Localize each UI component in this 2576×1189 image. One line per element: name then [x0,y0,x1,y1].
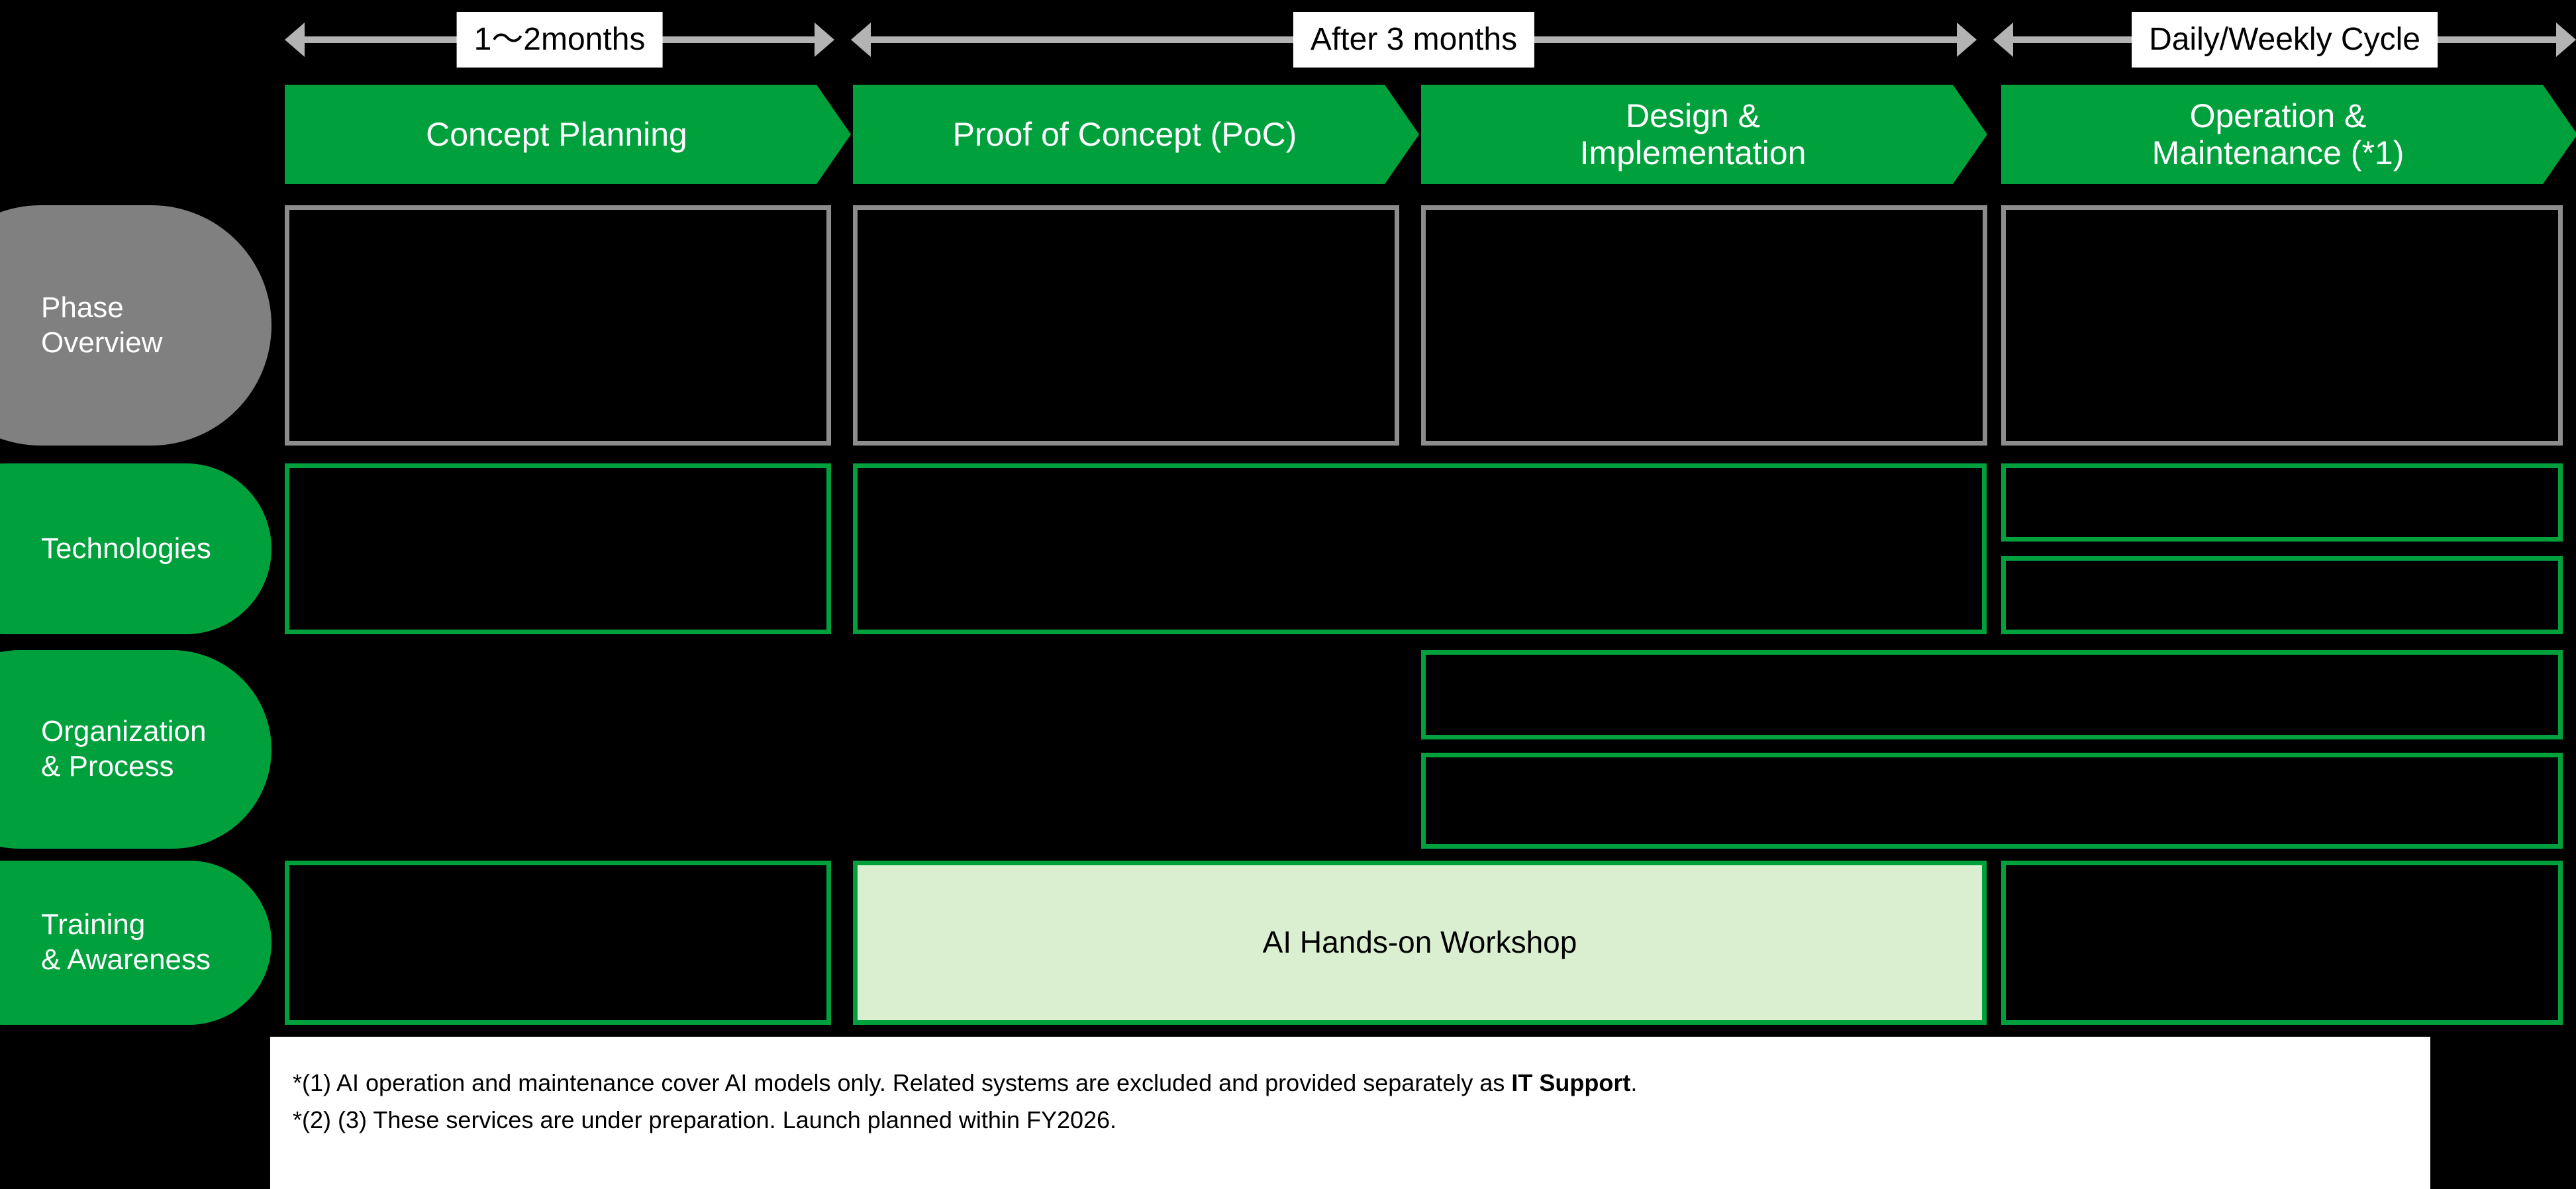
phase-banner-label: Operation & Maintenance (*1) [2152,97,2404,171]
footnote-panel: *(1) AI operation and maintenance cover … [270,1037,2430,1189]
swimlane-row: Training & Awareness AI Hands-on Workshop [0,861,2576,1025]
phase-banner-band: Concept Planning Proof of Concept (PoC) De… [0,85,2576,184]
timeline-segment: Daily/Weekly Cycle [1993,0,2576,79]
swimlane-cell[interactable]: AI Hands-on Workshop [853,861,1987,1025]
arrow-right-icon [815,23,834,57]
phase-banner[interactable]: Proof of Concept (PoC) [853,85,1419,184]
arrow-right-icon [2556,23,2576,57]
footnote-line-1-post: . [1630,1069,1638,1096]
arrow-left-icon [851,23,871,57]
swimlane-label: Technologies [41,532,211,565]
arrow-left-icon [1993,23,2013,57]
swimlane-label-pill[interactable]: Phase Overview [0,205,272,446]
arrow-right-icon [1957,23,1977,57]
swimlane-label: Training & Awareness [41,908,211,976]
phase-banner-label: Design & Implementation [1579,97,1807,171]
swimlane-cell[interactable] [285,205,831,446]
timeline-segment: 1～2months [285,0,834,79]
timeline-segment: After 3 months [851,0,1977,79]
swimlane-cell[interactable] [2001,463,2563,542]
swimlane-cell[interactable] [2001,556,2563,634]
swimlane-row: Phase Overview [0,205,2576,446]
phase-banner-label: Proof of Concept (PoC) [952,116,1297,153]
swimlane-cell[interactable] [853,205,1399,446]
swimlane-cell[interactable] [853,463,1987,634]
swimlane-label: Phase Overview [41,291,163,359]
swimlane-cell[interactable] [2001,861,2563,1025]
swimlane-label-pill[interactable]: Technologies [0,463,272,634]
swimlane-cell[interactable] [1421,753,2563,849]
phase-banner[interactable]: Design & Implementation [1421,85,1987,184]
swimlane-cell-label: AI Hands-on Workshop [1262,925,1577,960]
timeline-label: Daily/Weekly Cycle [2132,12,2438,68]
swimlane-label-pill[interactable]: Training & Awareness [0,861,272,1025]
timeline-band: 1～2months After 3 months Daily/Weekly Cycl… [0,0,2576,79]
swimlane-cell[interactable] [285,463,831,634]
footnote-line-2: *(2) (3) These services are under prepar… [293,1106,1117,1133]
footnote-it-support: IT Support [1511,1069,1631,1096]
phase-banner[interactable]: Operation & Maintenance (*1) [2001,85,2576,184]
footnote-line-1: *(1) AI operation and maintenance cover … [293,1065,2430,1102]
swimlane-cell[interactable] [1421,205,1987,446]
swimlane-cell[interactable] [1421,650,2563,739]
arrow-left-icon [285,23,305,57]
swimlane-cell[interactable] [285,861,831,1025]
swimlane-label: Organization & Process [41,715,207,783]
timeline-label: 1～2months [456,12,663,68]
phase-banner-label: Concept Planning [426,116,687,153]
swimlane-row: Technologies [0,463,2576,634]
timeline-label: After 3 months [1293,12,1535,68]
footnote-line-1-pre: *(1) AI operation and maintenance cover … [293,1069,1512,1096]
swimlane-row: Organization & Process [0,650,2576,849]
phase-banner[interactable]: Concept Planning [285,85,851,184]
swimlane-cell[interactable] [2001,205,2563,446]
swimlane-label-pill[interactable]: Organization & Process [0,650,272,849]
